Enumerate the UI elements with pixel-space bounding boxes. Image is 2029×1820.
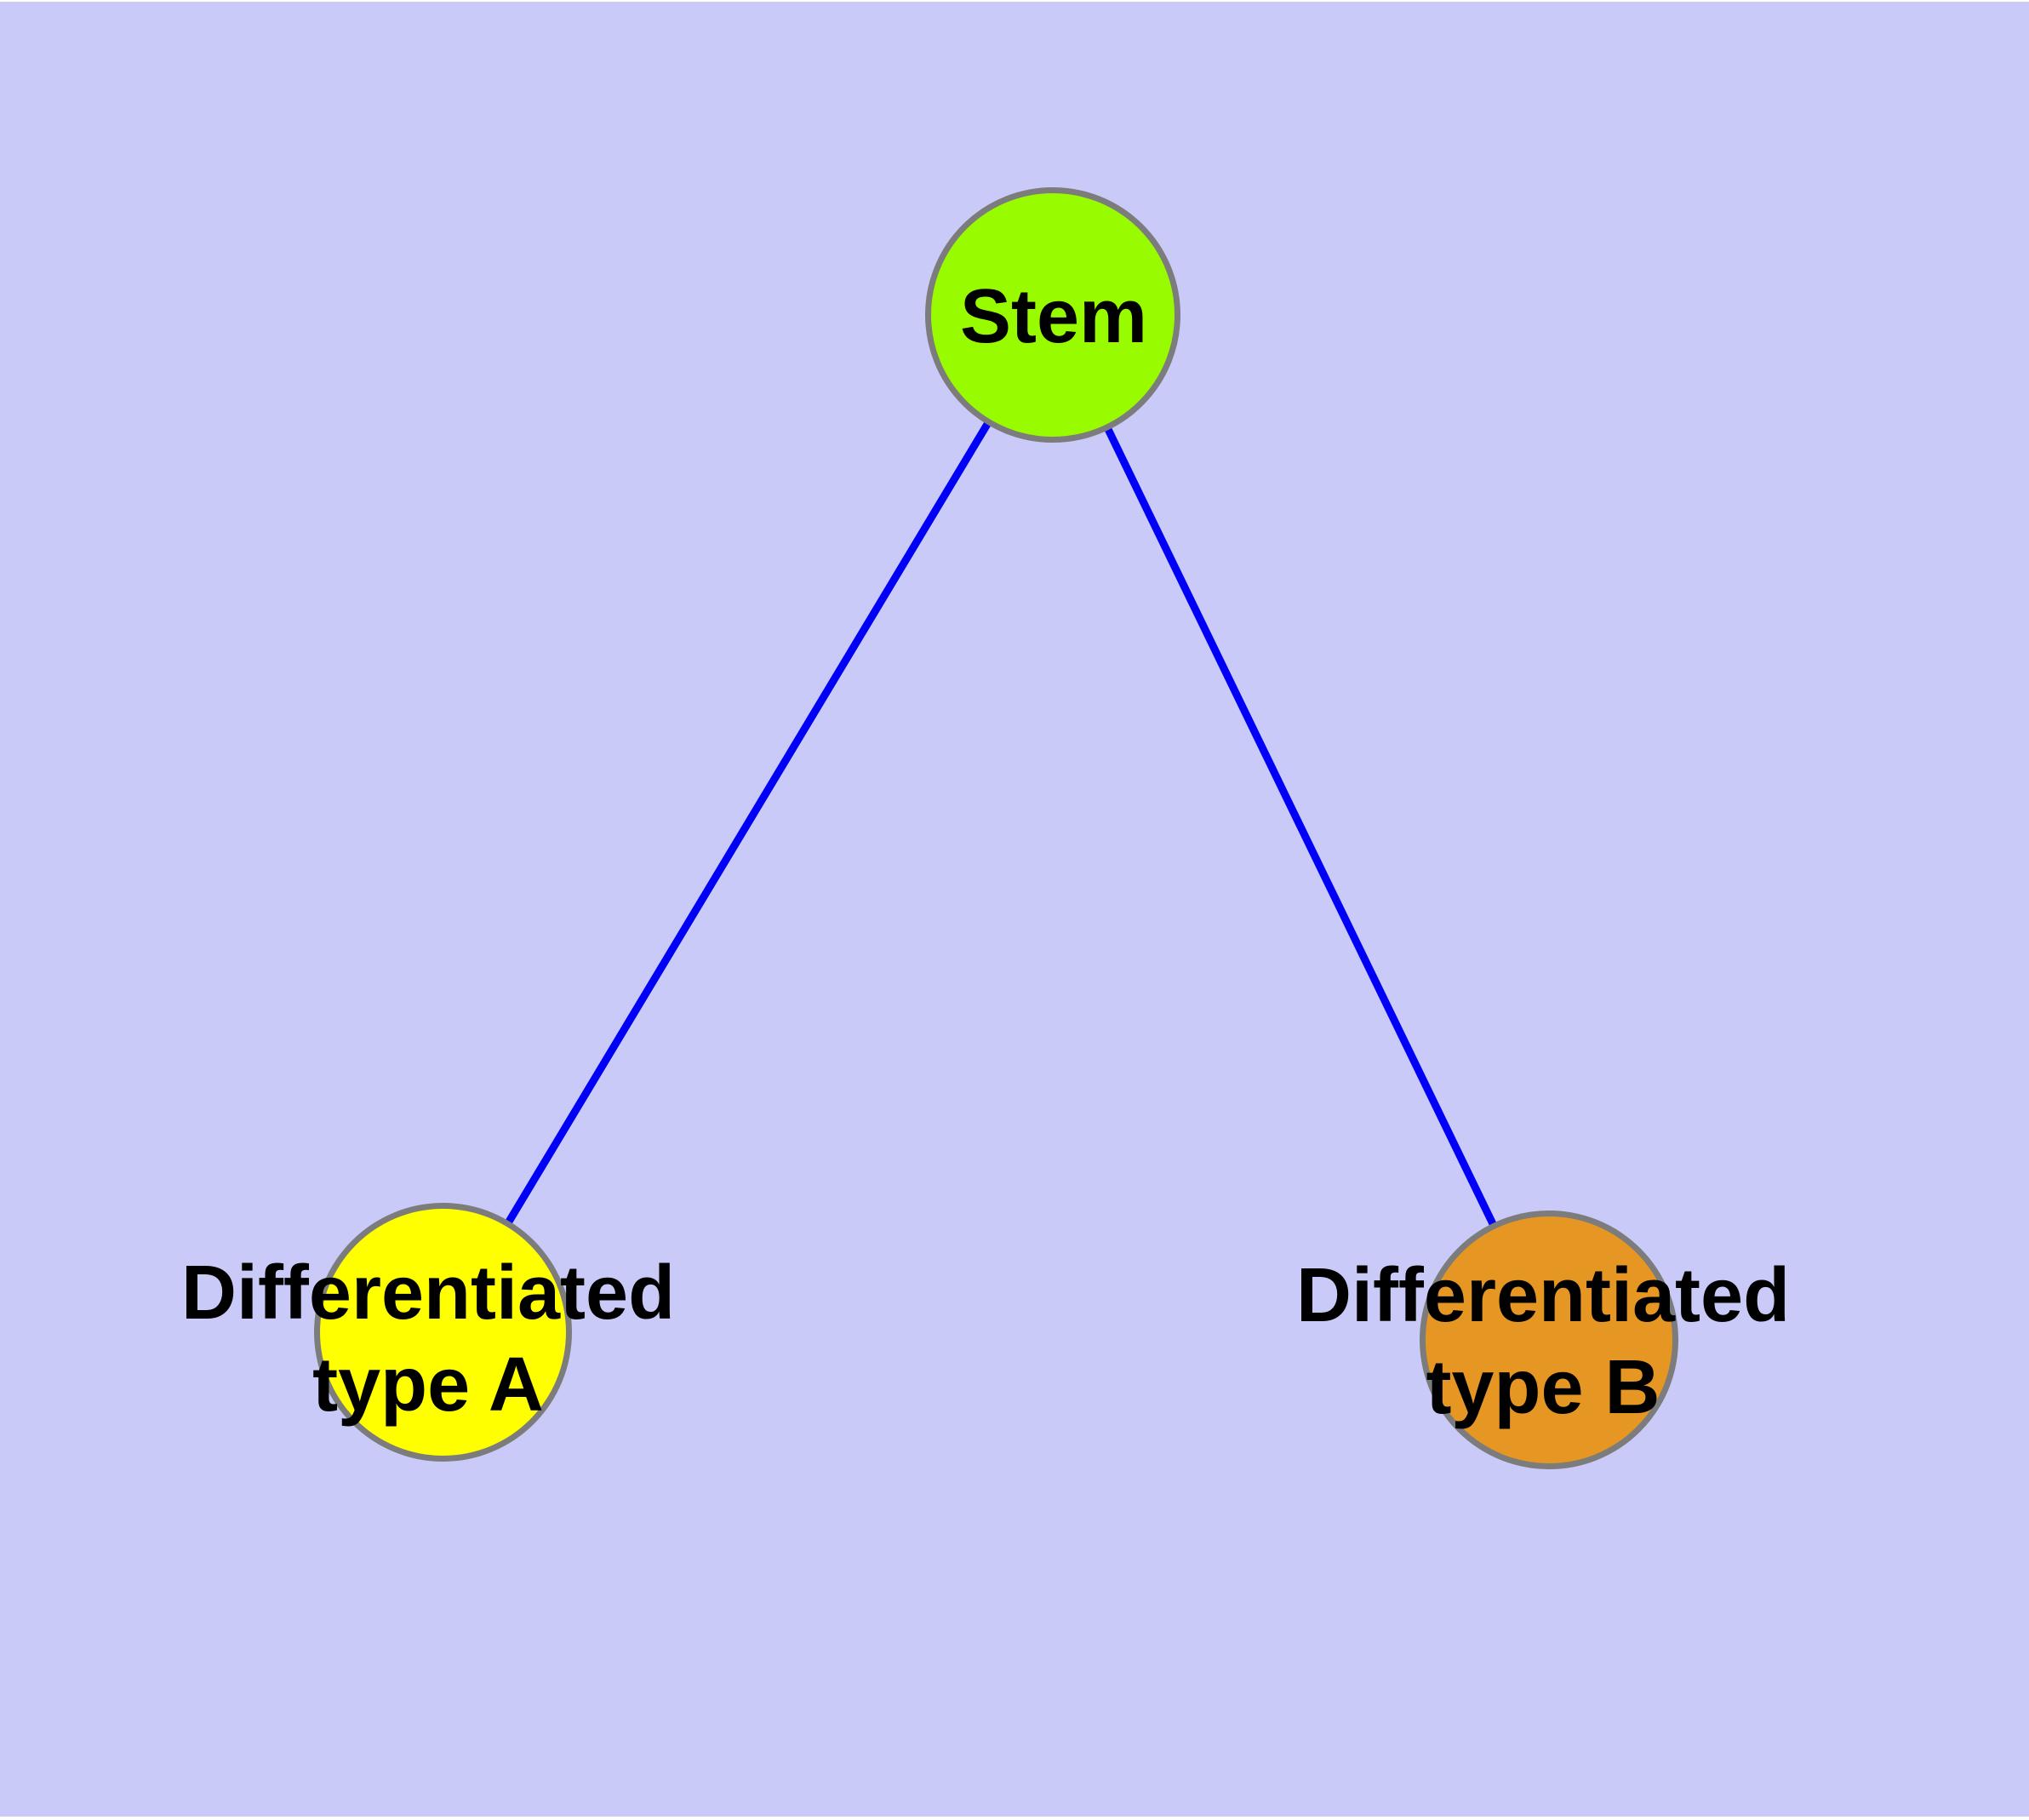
- node-type-a-label: Differentiated type A: [181, 1247, 675, 1431]
- node-type-a-label-line-2: type A: [312, 1342, 544, 1428]
- node-differentiated-type-a: [314, 1203, 572, 1462]
- node-differentiated-type-b: [1420, 1210, 1678, 1469]
- node-type-b-label: Differentiated type B: [1296, 1250, 1790, 1434]
- node-stem-label: Stem: [960, 271, 1147, 363]
- node-type-b-label-line-2: type B: [1426, 1345, 1660, 1430]
- edge-stem-to-type-b: [1049, 313, 1553, 1342]
- node-stem-label-line: Stem: [959, 274, 1148, 359]
- node-type-a-label-line-1: Differentiated: [180, 1251, 676, 1336]
- node-stem: [925, 187, 1180, 443]
- node-type-b-label-line-1: Differentiated: [1295, 1253, 1791, 1338]
- edge-stem-to-type-a: [439, 312, 1056, 1335]
